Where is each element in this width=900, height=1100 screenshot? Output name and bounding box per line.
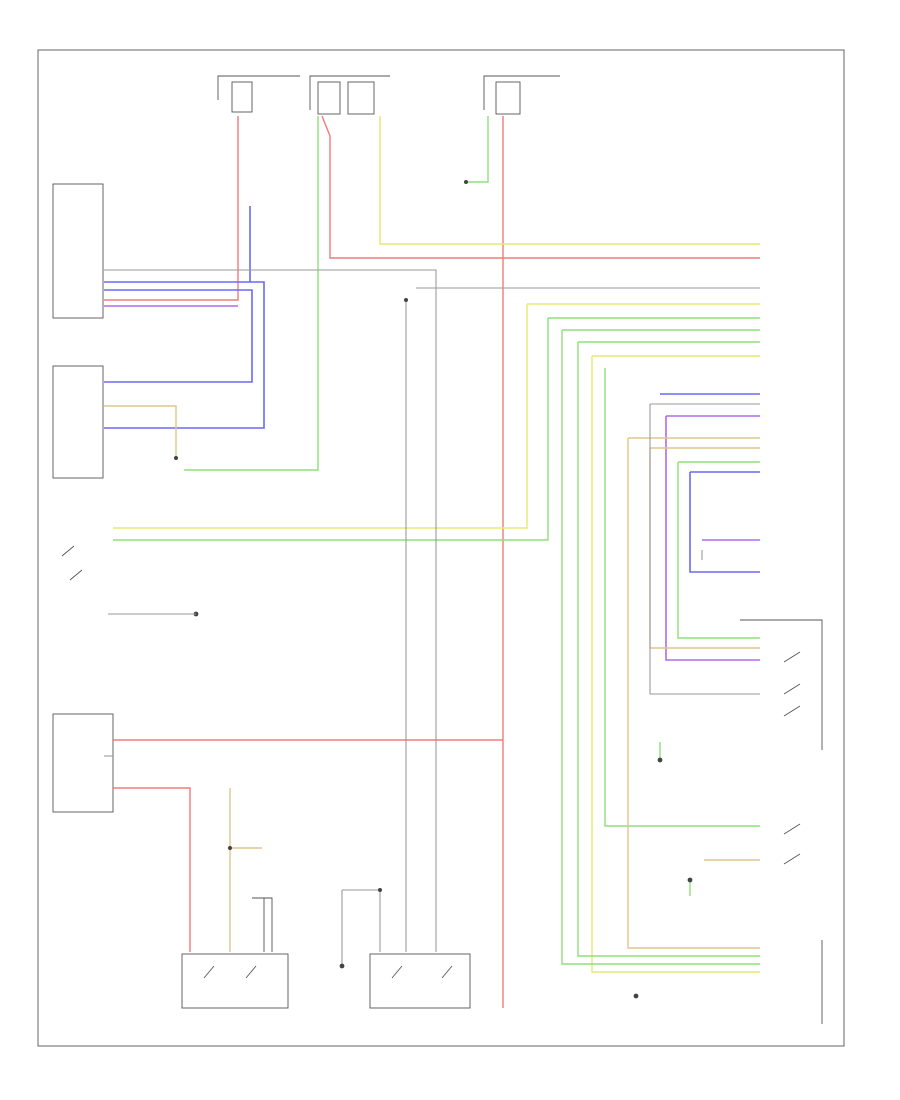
switch-bottom-middle xyxy=(369,953,471,1009)
wires-tan xyxy=(104,405,760,952)
fuse-box-middle xyxy=(309,75,390,115)
switch-bottom-left xyxy=(181,953,289,1009)
wires-gray xyxy=(104,269,760,966)
module-upper-left xyxy=(52,183,104,319)
module-middle-left xyxy=(52,365,104,479)
fuse-box-left xyxy=(217,75,300,113)
wires-blue xyxy=(104,206,760,573)
diagram-frame xyxy=(37,49,845,1047)
wires-yellow xyxy=(113,116,760,973)
wires-violet xyxy=(104,305,760,661)
fuse-box-right xyxy=(483,75,560,115)
connector-right-bracket xyxy=(740,619,823,865)
wires-red xyxy=(104,115,760,1008)
left-switch-symbols xyxy=(61,545,196,615)
module-lower-left xyxy=(52,713,114,813)
splice-dots xyxy=(174,180,693,999)
wires-green xyxy=(113,116,760,965)
